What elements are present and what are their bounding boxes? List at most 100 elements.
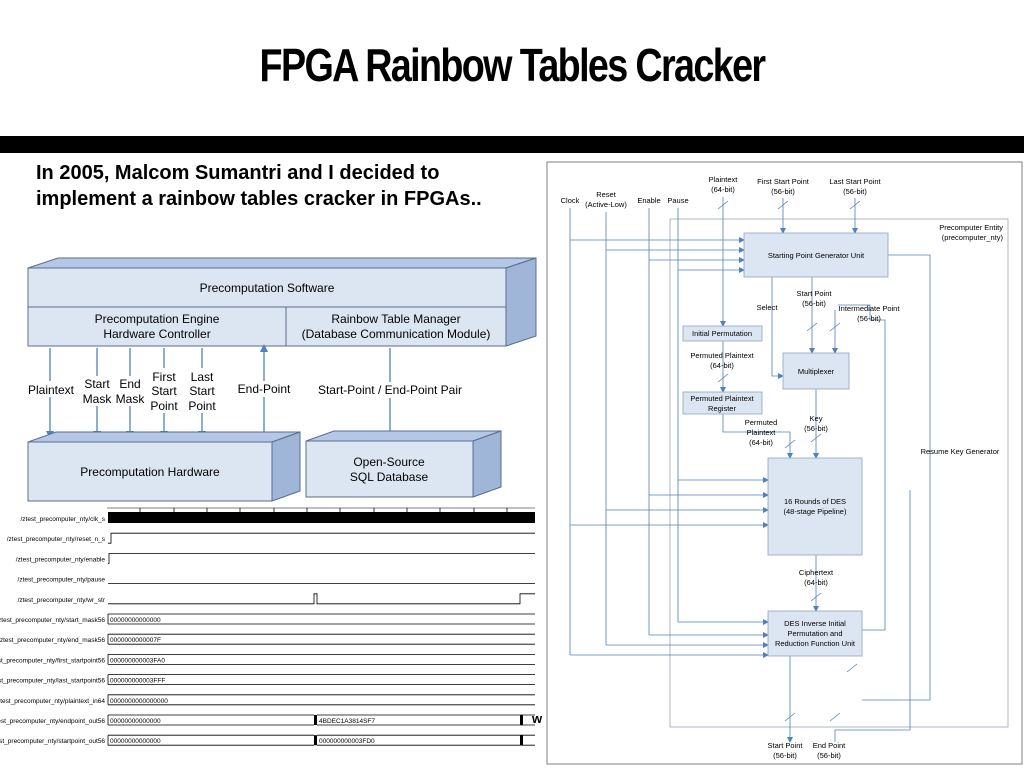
label-end-point: End-Point [238,382,291,396]
software-label: Precomputation Software [200,281,335,295]
label-plaintext: Plaintext [28,383,75,397]
waveform-signal-name: /ztest_precomputer_nty/startpoint_out56 [0,738,105,745]
starting-point-generator-box [743,232,889,278]
engine-label-1: Precomputation Engine [95,312,220,326]
waveform-row: /ztest_precomputer_nty/last_startpoint56… [0,674,535,685]
waveform-value: 00000000000000 [110,718,161,725]
entity-boundary [669,218,1009,728]
reset-trace [108,532,535,544]
waveform-rows: /ztest_precomputer_nty/clk_s/ztest_preco… [0,512,535,746]
waveform-signal-name: /ztest_precomputer_nty/clk_s [20,516,105,523]
des-rounds-box [767,457,863,556]
engine-controller-box [27,306,287,347]
waveform-signal-name: /ztest_precomputer_nty/plaintext_in64 [0,698,105,705]
in-reset-2: (Active-Low) [585,200,627,209]
label-first-start-2: Start [151,384,177,398]
des-inverse-box [767,610,863,657]
inv-label-2: Permutation and [787,629,842,638]
waveform-signal-name: /ztest_precomputer_nty/pause [18,577,106,584]
waveform-edge-text: w [531,711,543,726]
label-end-mask-2: Mask [116,392,146,406]
waveform-row: /ztest_precomputer_nty/startpoint_out56 0… [0,734,535,746]
db-box-side [472,430,502,498]
pp2-label-2: Plaintext [747,428,777,437]
waveform-signal-name: /ztest_precomputer_nty/wr_str [18,597,106,604]
in-first-start-1: First Start Point [757,177,810,186]
hardware-box [27,441,273,502]
waveform-signal-name: /ztest_precomputer_nty/last_startpoint56 [0,678,105,685]
in-plaintext-1: Plaintext [709,175,739,184]
entity-diagram: Plaintext (64-bit) First Start Point (56… [546,161,1023,765]
intro-text: In 2005, Malcom Sumantri and I decided t… [36,162,482,210]
des-label-2: (48-stage Pipeline) [784,507,847,516]
start-point-1: Start Point [796,289,832,298]
in-plaintext-2: (64-bit) [711,185,735,194]
label-last-start-2: Start [189,384,215,398]
out-start-2: (56-bit) [773,751,797,760]
architecture-diagram: Precomputation Software Precomputation E… [24,257,537,502]
label-end-mask-1: End [119,377,140,391]
out-end-2: (56-bit) [817,751,841,760]
waveform-signal-name: /ztest_precomputer_nty/end_mask56 [0,637,105,644]
hardware-box-top [27,431,301,443]
intermediate-1: Intermediate Point [839,304,901,313]
waveform-signal-name: /ztest_precomputer_nty/reset_n_s [7,536,106,543]
hardware-box-side [271,431,301,502]
db-box-top [305,430,502,442]
label-start-mask-2: Mask [83,392,113,406]
key-label-2: (56-bit) [804,424,828,433]
manager-label-1: Rainbow Table Manager [331,312,460,326]
software-layer [27,267,507,308]
waveform-signal-name: /ztest_precomputer_nty/endpoint_out56 [0,718,105,725]
multiplexer-box [782,352,850,390]
resume-key-label: Resume Key Generator [921,447,1000,456]
waveform-row: /ztest_precomputer_nty/pause [18,577,535,584]
waveform-value-2: 000000000003FD0 [319,738,375,745]
waveform-panel: /ztest_precomputer_nty/clk_s/ztest_preco… [0,507,543,746]
label-start-mask-1: Start [84,377,110,391]
pp2-label-1: Permuted [745,418,778,427]
waveform-row: /ztest_precomputer_nty/endpoint_out56 000… [0,714,535,726]
waveform-row: /ztest_precomputer_nty/reset_n_s [7,532,535,544]
waveform-value: 0000000000000000 [110,698,168,705]
waveform-value: 000000000003FA0 [110,657,165,664]
inv-label-1: DES Inverse Initial [784,619,846,628]
waveform-signal-name: /ztest_precomputer_nty/start_mask56 [0,617,105,624]
pp2-label-3: (64-bit) [749,438,773,447]
in-last-start-1: Last Start Point [829,177,881,186]
initial-permutation-box [682,325,763,342]
cipher-label-2: (64-bit) [804,578,828,587]
hardware-label: Precomputation Hardware [80,465,220,479]
software-box-side [505,257,537,347]
permuted-pt-1: Permuted Plaintext [690,351,754,360]
multiplexer-label: Multiplexer [798,367,835,376]
entity-wires [569,197,931,743]
waveform-row: /ztest_precomputer_nty/clk_s [20,512,535,523]
key-label-1: Key [810,414,823,423]
in-reset-1: Reset [596,190,617,199]
ppr-label-1: Permuted Plaintext [690,394,754,403]
db-label-2: SQL Database [350,470,429,484]
spg-label: Starting Point Generator Unit [768,251,865,260]
engine-label-2: Hardware Controller [103,327,210,341]
manager-label-2: (Database Communication Module) [302,327,491,341]
waveform-ticks [139,508,508,512]
permuted-register-box [682,391,763,415]
waveform-value: 000000000003FFF [110,678,165,685]
label-pair: Start-Point / End-Point Pair [318,383,462,397]
waveform-value: 0000000000007F [110,637,161,644]
in-enable: Enable [637,196,660,205]
ppr-label-2: Register [708,404,736,413]
waveform-row: /ztest_precomputer_nty/first_startpoint5… [0,654,535,665]
in-pause: Pause [667,196,688,205]
des-label-1: 16 Rounds of DES [784,497,846,506]
intermediate-2: (56-bit) [857,314,881,323]
initial-perm-label: Initial Permutation [692,329,752,338]
waveform-value-2: 4BDEC1A3814SF7 [319,718,375,725]
waveform-row: /ztest_precomputer_nty/enable [16,553,535,564]
label-last-start-3: Point [188,399,216,413]
out-start-1: Start Point [767,741,803,750]
software-box-top [27,257,537,269]
